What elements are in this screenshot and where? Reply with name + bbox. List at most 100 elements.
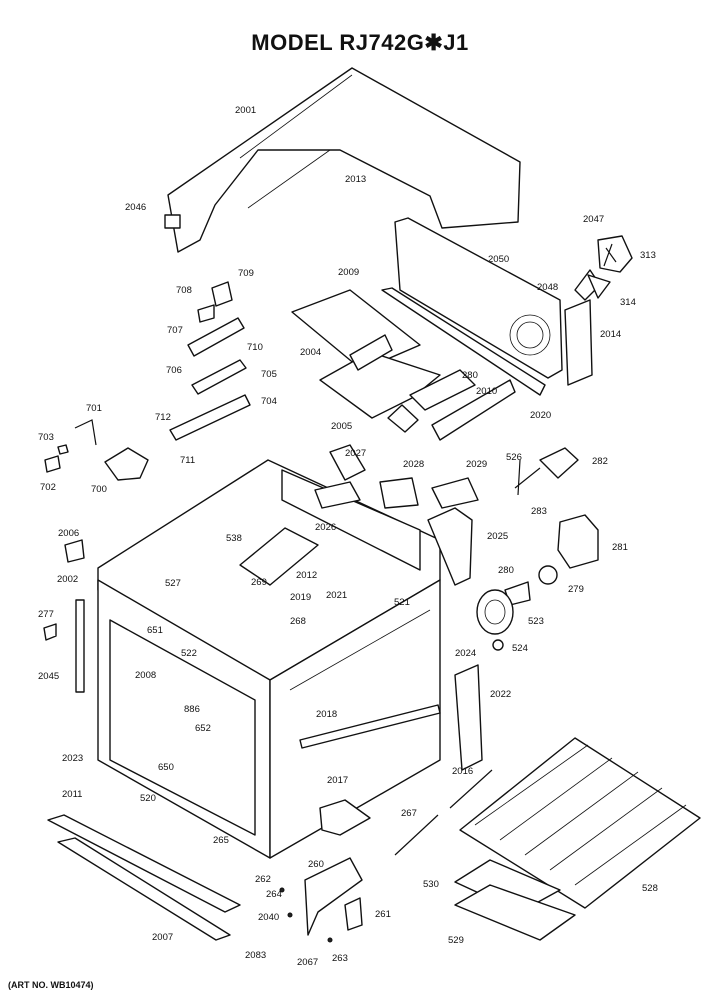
part-label: 538 [226,533,242,544]
part-label: 2083 [245,950,266,961]
part-label: 651 [147,625,163,636]
pan-529 [454,884,576,941]
clip-2006 [64,539,85,563]
part-label: 2047 [583,214,604,225]
part-label: 529 [448,935,464,946]
part-label: 526 [506,452,522,463]
part-label: 2007 [152,932,173,943]
part-label: 313 [640,250,656,261]
part-label: 2008 [135,670,156,681]
part-label: 2012 [296,570,317,581]
switch-281 [504,514,599,606]
oven-rack-528 [459,737,701,909]
part-label: 522 [181,648,197,659]
part-label: 711 [180,455,195,466]
part-label: 702 [40,482,56,493]
part-label: 263 [332,953,348,964]
part-label: 2006 [58,528,79,539]
part-label: 279 [568,584,584,595]
part-label: 2023 [62,753,83,764]
block-2012 [239,527,319,586]
part-label: 264 [266,889,282,900]
part-label: 2029 [466,459,487,470]
part-label: 2048 [537,282,558,293]
part-label: 265 [213,835,229,846]
part-label: 520 [140,793,156,804]
part-label: 700 [91,484,107,495]
strip-2045 [75,599,85,693]
part-label: 530 [423,879,439,890]
part-label: 2025 [487,531,508,542]
part-label: 280 [462,370,478,381]
bracket-2022 [454,664,483,771]
latch-parts-700 [44,419,149,481]
part-label: 2021 [326,590,347,601]
part-label: 262 [255,874,271,885]
part-label: 2026 [315,522,336,533]
part-label: 2046 [125,202,146,213]
part-label: 2013 [345,174,366,185]
bracket-2025 [427,507,473,586]
part-label: 2020 [530,410,551,421]
part-label: 708 [176,285,192,296]
art-number: (ART NO. WB10474) [8,980,94,990]
part-label: 2016 [452,766,473,777]
light-523 [476,589,514,651]
part-label: 2027 [345,448,366,459]
rod-2018 [299,704,441,749]
brackets-704-709 [169,281,251,441]
part-label: 886 [184,704,200,715]
bracket-2017 [319,799,371,836]
part-number-labels: 2001 2013 2046 2047 313 2050 2048 314 20… [38,105,658,968]
part-label: 314 [620,297,636,308]
part-label: 2002 [57,574,78,585]
part-label: 280 [498,565,514,576]
plate-2014 [564,299,593,386]
part-label: 2018 [316,709,337,720]
part-label: 2011 [62,789,82,800]
part-label: 703 [38,432,54,443]
part-label: 521 [394,597,410,608]
part-label: 709 [238,268,254,279]
part-label: 267 [401,808,417,819]
part-label: 2001 [235,105,256,116]
part-label: 706 [166,365,182,376]
part-label: 2014 [600,329,621,340]
part-label: 2024 [455,648,476,659]
part-label: 705 [261,369,277,380]
spring-267 [394,814,439,856]
part-label: 2010 [476,386,497,397]
top-cover-2001 [164,67,521,253]
part-label: 261 [375,909,391,920]
part-label: 2045 [38,671,59,682]
bracket-2010-2005 [387,369,516,441]
hinges-260-261 [279,857,363,943]
part-label: 712 [155,412,171,423]
part-label: 707 [167,325,183,336]
part-label: 650 [158,762,174,773]
part-label: 281 [612,542,628,553]
bottom-trims [47,814,241,941]
part-label: 277 [38,609,54,620]
part-label: 2004 [300,347,321,358]
part-label: 523 [528,616,544,627]
part-label: 2009 [338,267,359,278]
part-label: 260 [308,859,324,870]
part-label: 2005 [331,421,352,432]
part-label: 652 [195,723,211,734]
rail-2020 [381,287,546,396]
part-label: 2028 [403,459,424,470]
model-title: MODEL RJ742G✱J1 [251,30,469,55]
thermostat-282 [514,447,579,496]
part-label: 283 [531,506,547,517]
part-label: 2050 [488,254,509,265]
clip-277 [43,623,57,641]
part-label: 2067 [297,957,318,968]
part-label: 268 [290,616,306,627]
part-label: 710 [247,342,263,353]
part-label: 282 [592,456,608,467]
shield-2009-2004 [291,289,441,419]
part-label: 701 [86,403,102,414]
